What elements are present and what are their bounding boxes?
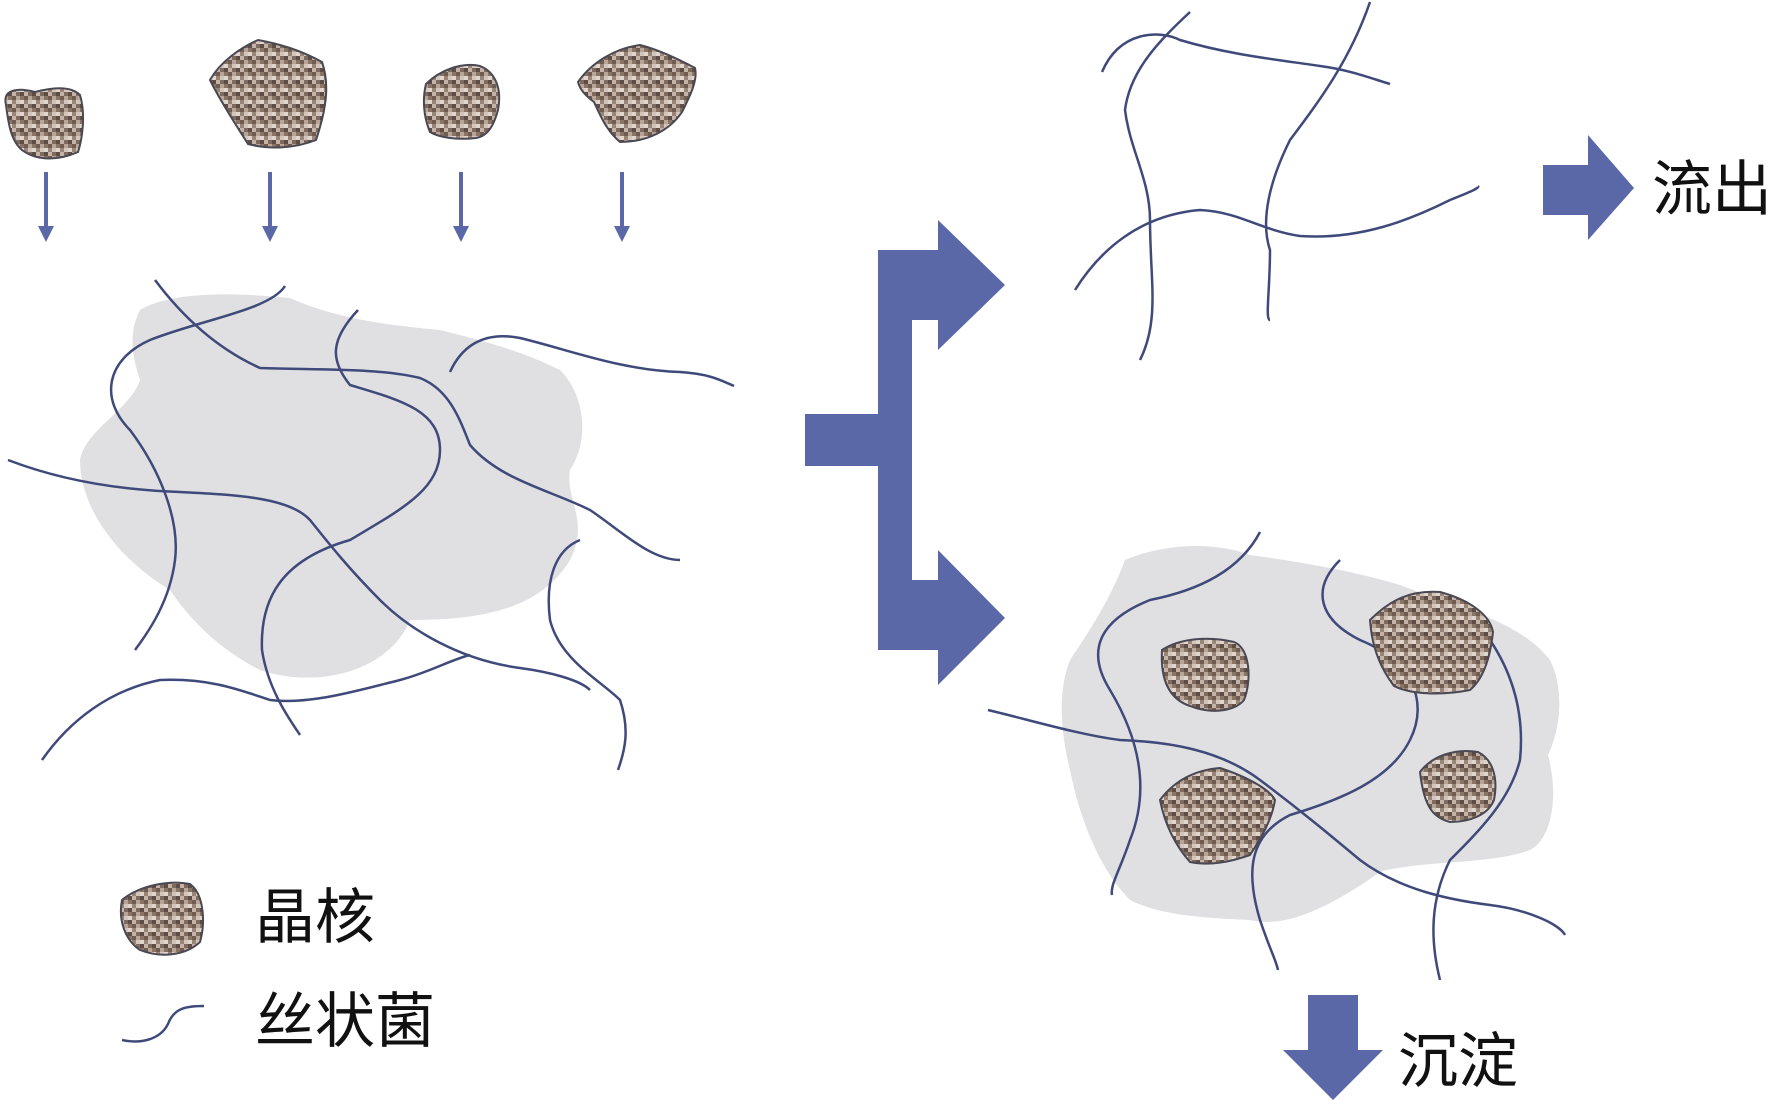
filament [109, 285, 287, 651]
sediment-indicator: 沉淀 [1283, 995, 1518, 1100]
filament [260, 309, 442, 736]
left-filaments [7, 279, 735, 771]
filament-icon [121, 1004, 205, 1043]
arrow-stem [805, 414, 885, 466]
outflow-filaments [1073, 1, 1480, 361]
legend-filament-label: 丝状菌 [255, 987, 435, 1057]
filament [1123, 11, 1191, 361]
settled-filaments [987, 531, 1567, 981]
crystal-nucleus-icon [120, 881, 204, 956]
arrow-lower-head-icon [938, 550, 1005, 685]
filament [448, 335, 735, 388]
crystal-nucleus-icon [1418, 750, 1497, 824]
sediment-label: 沉淀 [1398, 1027, 1518, 1097]
arrow-upper-head-icon [938, 220, 1005, 350]
arrow-upper-shaft [878, 250, 938, 320]
legend: 晶核 丝状菌 [120, 881, 435, 1057]
filament [1100, 33, 1391, 86]
crystal-nucleus-icon [1158, 766, 1277, 865]
falling-arrows [38, 172, 630, 242]
filament [547, 538, 627, 771]
crystal-nucleus-icon [576, 43, 697, 144]
crystal-nucleus-icon [1160, 637, 1250, 712]
outflow-label: 流出 [1652, 155, 1772, 225]
crystal-nucleus-icon [208, 38, 328, 149]
filament [1250, 559, 1419, 971]
filament [1432, 639, 1523, 981]
crystal-nucleus-icon [4, 87, 85, 160]
crystal-nucleus-icon [422, 64, 501, 140]
left-floc [80, 294, 583, 678]
right-arrow-icon [1588, 135, 1634, 240]
down-arrow-icon [1283, 1050, 1383, 1100]
filament [1073, 185, 1480, 291]
filament [1264, 1, 1372, 322]
outflow-indicator: 流出 [1543, 135, 1772, 240]
filament [987, 708, 1567, 936]
filament [7, 458, 591, 691]
filament [1096, 531, 1262, 896]
filament [154, 279, 681, 562]
filament [40, 653, 471, 761]
falling-nuclei [4, 38, 697, 160]
settled-nuclei [1158, 590, 1497, 865]
legend-nucleus-label: 晶核 [255, 883, 375, 953]
settled-floc [1061, 545, 1560, 922]
arrow-lower-shaft [878, 580, 938, 650]
split-arrow [805, 220, 1005, 685]
crystal-nucleus-icon [1368, 590, 1495, 695]
